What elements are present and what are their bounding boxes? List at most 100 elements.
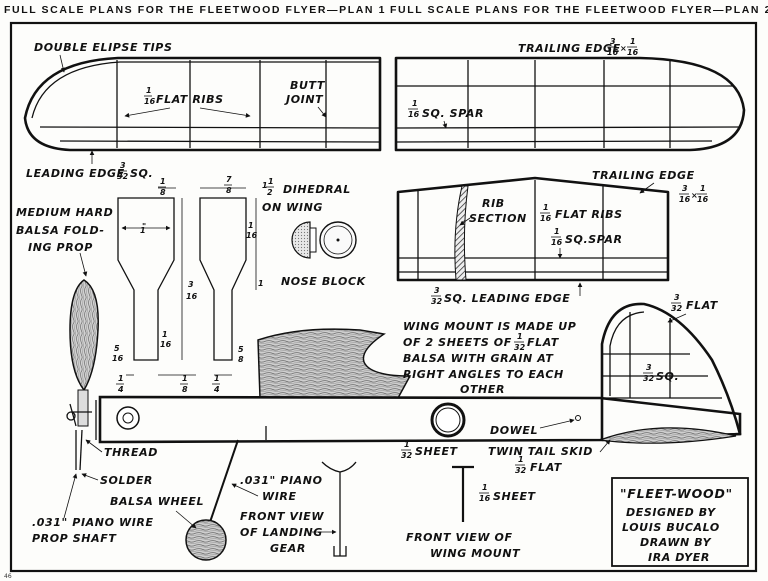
frac-den: 32 bbox=[117, 172, 129, 181]
frac-den: 16 bbox=[160, 340, 172, 349]
fuselage bbox=[95, 328, 742, 444]
frac-num: 3 bbox=[682, 184, 688, 193]
mountview-label-2: WING MOUNT bbox=[430, 547, 521, 560]
header-left: FULL SCALE PLANS FOR THE FLEETWOOD FLYER… bbox=[4, 4, 386, 16]
frac-num: 3 bbox=[646, 363, 652, 372]
frac-num: 1 bbox=[517, 332, 523, 341]
landing-gear bbox=[185, 439, 357, 561]
tail-fin bbox=[599, 302, 742, 444]
frac-den: 32 bbox=[643, 374, 655, 383]
rib-label: RIB bbox=[482, 197, 505, 210]
flat-ribs-label: FLAT RIBS bbox=[156, 93, 224, 106]
times-sign: × bbox=[691, 191, 698, 200]
frac-den: 16 bbox=[697, 195, 709, 204]
mount-label-1: WING MOUNT IS MADE UP bbox=[403, 320, 576, 333]
mount-label-2: OF 2 SHEETS OF bbox=[403, 336, 512, 349]
piano-label-1: .031" PIANO bbox=[240, 474, 323, 487]
frac-num: 1 bbox=[554, 227, 560, 236]
solder-label: SOLDER bbox=[100, 474, 153, 487]
propeller bbox=[66, 279, 99, 471]
frac-den: 16 bbox=[112, 354, 124, 363]
frac-num: 1 bbox=[700, 184, 706, 193]
frac-den: 32 bbox=[514, 343, 526, 352]
wing-lower-panel bbox=[396, 176, 670, 282]
frac-den: 16 bbox=[186, 292, 198, 301]
frac-den: 16 bbox=[540, 214, 552, 223]
joint-label: JOINT bbox=[284, 93, 324, 106]
sheet-2-label: SHEET bbox=[493, 490, 537, 503]
mountview-label-1: FRONT VIEW OF bbox=[406, 531, 513, 544]
credits-title: "FLEET-WOOD" bbox=[620, 486, 733, 501]
prop-blade-plans bbox=[117, 187, 257, 376]
frac-num: 3 bbox=[120, 161, 126, 170]
trailing-edge-2-label: TRAILING EDGE bbox=[592, 169, 695, 182]
balsa-wheel-label: BALSA WHEEL bbox=[110, 495, 204, 508]
prop-label-3: ING PROP bbox=[28, 241, 93, 254]
frac-num: 1 bbox=[182, 374, 188, 383]
frac-den: 16 bbox=[246, 231, 258, 240]
frac-num: 1 bbox=[543, 203, 549, 212]
times-sign: × bbox=[620, 44, 627, 53]
prop-label-2: BALSA FOLD- bbox=[16, 224, 105, 237]
skid-label-1: TWIN TAIL SKID bbox=[488, 445, 593, 458]
frac-num: 1 bbox=[160, 177, 166, 186]
header-right: FULL SCALE PLANS FOR THE FLEETWOOD FLYER… bbox=[390, 4, 768, 16]
frac-num: 1 bbox=[268, 177, 274, 186]
frac-den: 8 bbox=[226, 186, 232, 195]
skid-label-2: FLAT bbox=[530, 461, 563, 474]
frac-num: 1 bbox=[248, 221, 254, 230]
frac-den: 16 bbox=[607, 48, 619, 57]
trailing-edge-label: TRAILING EDGE bbox=[518, 42, 621, 55]
dowel-label: DOWEL bbox=[490, 424, 538, 437]
frac-num: 5 bbox=[114, 344, 120, 353]
mount-label-2b: FLAT bbox=[527, 336, 560, 349]
frac-den: 16 bbox=[408, 110, 420, 119]
frac-den: 16 bbox=[551, 238, 563, 247]
frac-den: 8 bbox=[238, 355, 244, 364]
frac-num: 1 bbox=[146, 86, 152, 95]
mount-label-3: BALSA WITH GRAIN AT bbox=[403, 352, 554, 365]
frac-den: 4 bbox=[117, 385, 124, 394]
frac-num: 5 bbox=[238, 345, 244, 354]
mount-label-5: OTHER bbox=[460, 383, 505, 396]
wing-right-panel bbox=[394, 56, 746, 152]
frac-num: 1 bbox=[412, 99, 418, 108]
frac-num: 1 bbox=[258, 279, 264, 288]
frac-den: 4 bbox=[213, 385, 220, 394]
gear-label-1: FRONT VIEW bbox=[240, 510, 324, 523]
sheet-1-label: SHEET bbox=[415, 445, 459, 458]
frac-num: 1 bbox=[262, 181, 268, 190]
frac-den: 32 bbox=[431, 297, 443, 306]
page-border bbox=[9, 21, 758, 573]
frac-den: 16 bbox=[679, 195, 691, 204]
credits-line-4: IRA DYER bbox=[648, 551, 710, 564]
gear-label-3: GEAR bbox=[270, 542, 306, 555]
frac-den: 32 bbox=[515, 466, 527, 475]
mount-label-4: RIGHT ANGLES TO EACH bbox=[403, 368, 564, 381]
sq-label: SQ. bbox=[130, 167, 153, 180]
double-elipse-tips-label: DOUBLE ELIPSE TIPS bbox=[34, 41, 172, 54]
dihedral-label: DIHEDRAL bbox=[283, 183, 351, 196]
frac-num: 1 bbox=[214, 374, 220, 383]
frac-num: 3 bbox=[674, 293, 680, 302]
credits-line-3: DRAWN BY bbox=[640, 536, 712, 549]
nose-block-drawing bbox=[291, 221, 357, 259]
sq-spar-2-label: SQ.SPAR bbox=[565, 233, 623, 246]
tail-sq-label: SQ. bbox=[656, 370, 679, 383]
frac-num: 1 bbox=[404, 440, 410, 449]
frac-num: 3 bbox=[188, 280, 194, 289]
frac-num: 3 bbox=[434, 286, 440, 295]
wing-left-panel bbox=[23, 56, 382, 152]
frac-num: 1 bbox=[140, 226, 146, 235]
frac-den: 8 bbox=[160, 188, 166, 197]
frac-num: 7 bbox=[226, 175, 232, 184]
shaft-label-1: .031" PIANO WIRE bbox=[32, 516, 154, 529]
page-number: 46 bbox=[4, 573, 12, 580]
flat-ribs-2-label: FLAT RIBS bbox=[555, 208, 623, 221]
nose-block-label: NOSE BLOCK bbox=[281, 275, 367, 288]
thread-label: THREAD bbox=[104, 446, 158, 459]
section-label: SECTION bbox=[469, 212, 527, 225]
frac-num: 1 bbox=[518, 455, 524, 464]
frac-den: 32 bbox=[401, 451, 413, 460]
